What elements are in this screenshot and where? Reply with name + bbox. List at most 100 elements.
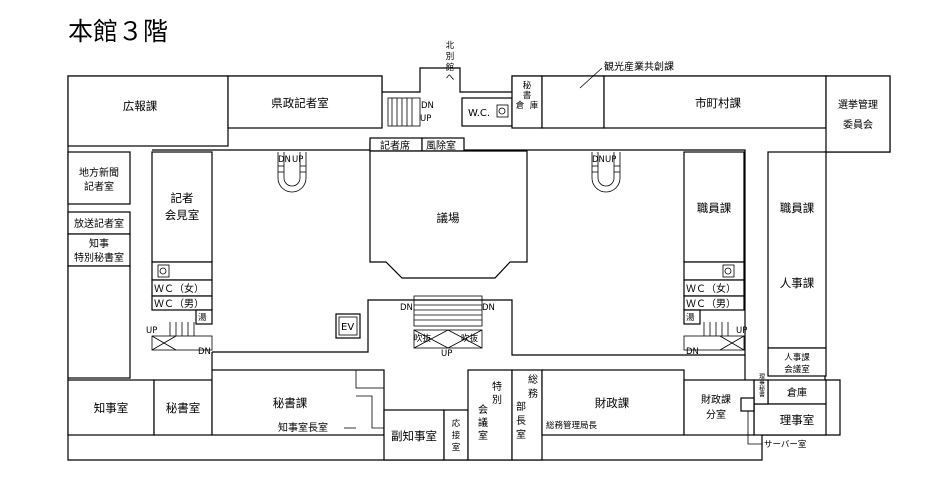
label-shichoson: 市町村課	[695, 96, 741, 110]
label-wc-north: W.C.	[468, 108, 490, 119]
label-north-annex: 北 別 館 へ	[446, 41, 455, 83]
room-koho	[67, 75, 229, 147]
stair-left-up: UP	[292, 155, 303, 165]
label-koho: 広報課	[123, 99, 158, 113]
stair-right-up: UP	[605, 155, 616, 165]
label-fukinuke-right: 吹抜	[461, 333, 479, 344]
accessible-icon-west-wheel	[159, 267, 167, 275]
label-gijo: 議場	[437, 211, 460, 225]
stair-north	[387, 97, 421, 127]
svg-text:会: 会	[478, 403, 488, 416]
room-gijo	[369, 150, 528, 279]
label-wc-women-east: ＷＣ（女）	[686, 282, 736, 295]
svg-text:へ: へ	[446, 73, 455, 83]
label-kishaseki: 記者席	[380, 139, 410, 152]
room-shokuin-inner	[683, 151, 745, 263]
leader-kanko	[579, 67, 603, 89]
label-fukinuke-left: 吹抜	[414, 333, 432, 344]
accessible-icon-west	[157, 264, 170, 278]
room-wc-men-west	[151, 295, 213, 311]
label-chiji-tokubetsu-1: 知事	[89, 237, 109, 250]
chiji-shitsucho-wall	[356, 395, 384, 429]
stair-east	[683, 335, 745, 351]
stair-central-up: UP	[441, 349, 452, 359]
hishoka-closet	[355, 369, 385, 389]
label-fujoshitsu: 風除室	[426, 139, 456, 152]
svg-text:室: 室	[452, 442, 461, 453]
stair-central-dn-right: DN	[482, 303, 495, 313]
label-hishoka: 秘書課	[273, 396, 308, 410]
label-wc-men-east: ＷＣ（男）	[686, 298, 736, 310]
label-chiji-shitsucho: 知事室長室	[278, 421, 328, 434]
label-wc-women-west: ＷＣ（女）	[154, 282, 204, 295]
room-shichoson	[603, 75, 827, 129]
label-zaisei: 財政課	[595, 396, 630, 410]
room-zaisei	[541, 369, 685, 436]
label-kisha-kaiken-1: 記者	[171, 191, 194, 205]
label-shokuin-outer: 職員課	[780, 201, 815, 215]
svg-text:書: 書	[523, 90, 532, 101]
label-chiho-shinbun-1: 地方新聞	[79, 166, 119, 179]
label-shokuin-inner: 職員課	[697, 201, 732, 215]
room-server	[740, 397, 755, 412]
label-jinji-kaigi-1: 人事課	[784, 352, 810, 363]
room-jinji-outer	[767, 151, 827, 349]
svg-text:応: 応	[452, 418, 461, 429]
elevator	[335, 313, 361, 339]
stair-central-steps	[414, 299, 482, 321]
stair-north-steps	[391, 98, 413, 126]
svg-text:室: 室	[516, 428, 526, 441]
label-jinji: 人事課	[780, 276, 815, 290]
void-cross-4	[447, 329, 483, 349]
room-kanko	[541, 75, 605, 129]
stair-west-up: UP	[146, 326, 157, 336]
svg-text:室: 室	[478, 429, 488, 442]
svg-text:総: 総	[528, 373, 538, 386]
accessible-icon-east	[722, 264, 735, 278]
room-west-blank	[67, 265, 131, 379]
label-riji-hisho: 理事秘書	[758, 373, 765, 398]
room-hishoka	[211, 369, 385, 436]
svg-text:接: 接	[452, 430, 461, 441]
label-kisha-kaiken-2: 会見室	[165, 208, 200, 222]
room-osetsu	[443, 409, 469, 461]
label-soko: 倉庫	[787, 386, 807, 399]
label-osetsu: 応 接 室	[452, 418, 461, 453]
svg-text:秘: 秘	[523, 80, 532, 91]
label-hishoshitsu: 秘書室	[166, 401, 201, 415]
room-kensei	[227, 75, 383, 129]
label-hisho-soko: 秘 書 倉 庫	[516, 80, 539, 111]
accessible-icon-east-wheel	[724, 267, 732, 275]
room-chiho-shinbun	[67, 151, 131, 205]
label-senkyo-2: 委員会	[843, 118, 873, 131]
label-kensei: 県政記者室	[271, 96, 329, 110]
svg-text:北: 北	[446, 41, 455, 51]
label-rijishitsu: 理事室	[780, 413, 815, 427]
floor-title: 本館３階	[68, 17, 168, 46]
room-hisho-soko	[511, 75, 543, 129]
room-wc-men-east	[683, 295, 745, 311]
room-yu-west	[195, 309, 213, 325]
room-jinji-kaigi	[767, 347, 827, 377]
svg-text:別: 別	[492, 394, 502, 406]
void-cross-2	[413, 329, 449, 349]
label-zaisei-bunshitsu-1: 財政課	[701, 393, 731, 406]
stair-east-up: UP	[736, 326, 747, 336]
room-hishoshitsu	[153, 379, 213, 436]
stair-east-steps	[703, 322, 745, 351]
label-somu-kanri: 総務管理局長	[546, 420, 598, 431]
label-chiji-tokubetsu-2: 特別秘書室	[74, 251, 124, 264]
accessible-icon-wheel	[498, 107, 506, 115]
svg-text:庫: 庫	[530, 100, 539, 111]
stair-spiral-left	[277, 152, 307, 193]
label-yu-west: 湯	[198, 312, 207, 323]
label-tokubetsu-kaigi: 特 別 会 議 室	[478, 381, 502, 442]
room-chijishitsu	[67, 379, 155, 436]
stair-north-up: UP	[420, 114, 431, 124]
stair-west-steps	[151, 322, 195, 351]
stair-west-dn: DN	[198, 347, 211, 357]
svg-text:特: 特	[492, 381, 502, 393]
label-fukuchiji: 副知事室	[391, 429, 437, 443]
room-fukuchiji	[383, 409, 445, 461]
